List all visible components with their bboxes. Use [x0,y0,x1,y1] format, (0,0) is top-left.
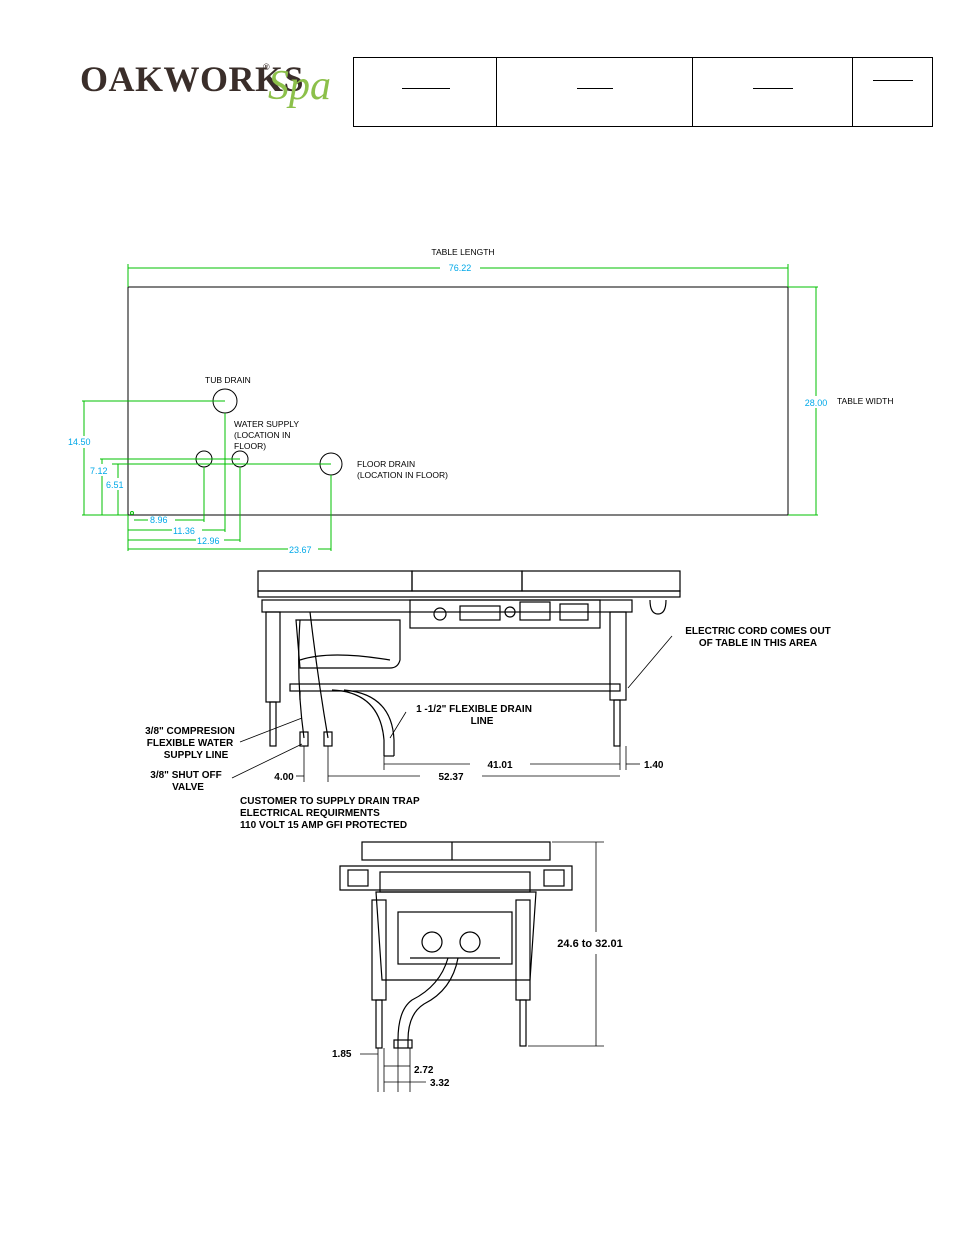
compression-note-2: FLEXIBLE WATER [147,738,234,749]
plan-view: TABLE LENGTH 76.22 28.00 TABLE WIDTH TUB… [68,247,894,555]
table-outline [127,286,789,516]
end-view-table-drawing [339,841,573,1049]
title-block-rule [577,88,613,89]
table-width-value: 28.00 [805,398,828,408]
floor-drain-label-1: FLOOR DRAIN [357,459,415,469]
end-view-dimension-lines [360,841,604,1092]
flexible-drain-note-2: LINE [471,716,494,727]
logo-registered-mark: ® [263,62,270,72]
title-block-cell [354,58,497,126]
dim-11-36: 11.36 [173,526,195,536]
height-range-dimension: 24.6 to 32.01 [557,938,622,950]
dim-1-40: 1.40 [644,760,664,771]
dim-1-85: 1.85 [332,1049,352,1060]
dim-7-12: 7.12 [90,466,108,476]
dimension-origin [130,511,134,515]
title-block-rule [402,88,450,89]
dim-52-37: 52.37 [438,772,463,783]
dim-3-32: 3.32 [430,1078,450,1089]
side-view-leaders [231,635,673,782]
logo-script-text: Spa [268,63,331,109]
plan-horizontal-dimensions [127,413,332,551]
shutoff-note-1: 3/8" SHUT OFF [150,770,221,781]
dim-6-51: 6.51 [106,480,124,490]
dim-23-67: 23.67 [289,545,312,555]
table-width-dimension [788,286,818,516]
water-supply-label-3: FLOOR) [234,441,266,451]
dim-4-00: 4.00 [274,772,294,783]
compression-note-3: SUPPLY LINE [164,750,229,761]
title-block-cell [693,58,853,126]
plan-vertical-dimensions [82,400,331,516]
title-block [353,57,933,127]
side-view-table-drawing [257,570,681,757]
electric-cord-note-2: OF TABLE IN THIS AREA [699,638,817,649]
title-block-rule [753,88,793,89]
customer-note-1: CUSTOMER TO SUPPLY DRAIN TRAP [240,796,420,807]
oakworks-spa-logo: OAKWORKS ® Spa [80,52,340,124]
table-width-label: TABLE WIDTH [837,396,894,406]
customer-note-2: ELECTRICAL REQUIRMENTS [240,808,380,819]
table-length-dimension [127,264,789,287]
flexible-drain-note-1: 1 -1/2" FLEXIBLE DRAIN [416,704,532,715]
title-block-cell [853,58,932,126]
dim-8-96: 8.96 [150,515,168,525]
dim-12-96: 12.96 [197,536,220,546]
tub-drain-label: TUB DRAIN [205,375,251,385]
shutoff-note-2: VALVE [172,782,204,793]
dim-41-01: 41.01 [487,760,512,771]
table-length-label: TABLE LENGTH [431,247,494,257]
logo-brand-text: OAKWORKS [80,59,305,99]
compression-note-1: 3/8" COMPRESION [145,726,235,737]
water-supply-label-2: (LOCATION IN [234,430,291,440]
title-block-rule [873,80,913,81]
title-block-cell [497,58,693,126]
water-supply-label-1: WATER SUPPLY [234,419,299,429]
customer-note-3: 110 VOLT 15 AMP GFI PROTECTED [240,820,407,831]
electric-cord-note-1: ELECTRIC CORD COMES OUT [685,626,831,637]
end-view: 24.6 to 32.01 1.85 2.72 3.32 [332,841,623,1092]
side-view: ELECTRIC CORD COMES OUT OF TABLE IN THIS… [145,570,831,831]
table-length-value: 76.22 [449,263,472,273]
floor-drain-label-2: (LOCATION IN FLOOR) [357,470,448,480]
dim-2-72: 2.72 [414,1065,434,1076]
dim-14-50: 14.50 [68,437,91,447]
